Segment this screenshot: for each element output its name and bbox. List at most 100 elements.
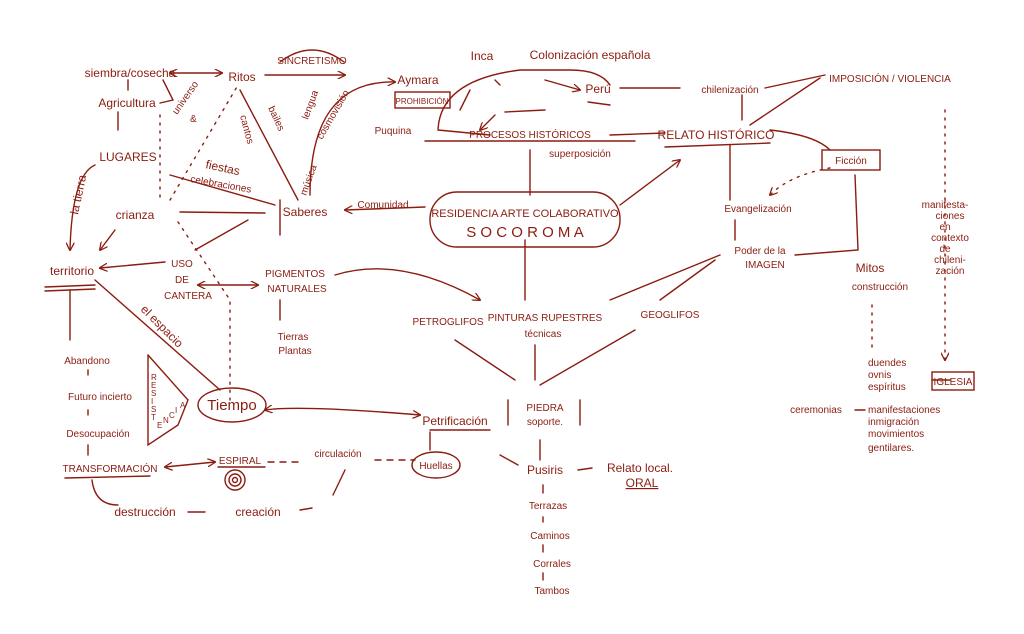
node-iglesia: IGLESIA (934, 377, 973, 388)
letter: S (151, 405, 156, 414)
node-construccion: construcción (852, 282, 908, 293)
node-circulacion: circulación (314, 449, 361, 460)
node-pusiris: Pusiris (527, 463, 563, 477)
ficcion-box (821, 149, 881, 171)
creencia-item: duendes (868, 358, 906, 369)
node-colonizacion-espanola: Colonización española (530, 48, 651, 62)
node-musica: música (298, 163, 319, 197)
node-huellas: Huellas (419, 461, 452, 472)
letter: E (157, 421, 162, 430)
node-espiral: ESPIRAL (219, 456, 262, 467)
node-transformacion: TRANSFORMACIÓN (63, 462, 158, 475)
node-puquina: Puquina (375, 126, 412, 137)
node-imposicion: IMPOSICIÓN / VIOLENCIA (829, 72, 951, 85)
node-agricultura: Agricultura (98, 96, 156, 110)
node-uso: USO (171, 259, 193, 270)
node-ceremonias: ceremonias (790, 405, 842, 416)
letter: T (151, 413, 156, 422)
node-peru: Perú (585, 82, 610, 96)
node-chilenizacion: chilenización (701, 85, 758, 96)
creencia-item: manifestaciones (868, 405, 940, 416)
node-socoroma: S O C O R O M A (466, 224, 584, 241)
residencia-frame (429, 191, 621, 248)
node-saberes: Saberes (283, 205, 328, 219)
node-pigmentos: PIGMENTOS (265, 269, 325, 280)
node-ficcion: Ficción (835, 156, 867, 167)
node-la-tierra: la tierra (67, 173, 89, 215)
labels: siembra/cosecha Agricultura LUGARES la t… (50, 48, 973, 597)
node-universo-amp: & (190, 114, 197, 125)
node-territorio: territorio (50, 264, 94, 278)
ctx-line: ciones (936, 211, 965, 222)
creencia-item: espíritus (868, 382, 906, 393)
ctx-line: en (939, 222, 950, 233)
node-evangelizacion: Evangelización (724, 204, 791, 215)
node-comunidad: Comunidad (357, 200, 408, 211)
node-aymara: Aymara (397, 73, 438, 87)
node-bailes: bailes (265, 105, 286, 133)
manifestaciones-contexto: manifesta- ciones en contexto de chileni… (922, 200, 970, 277)
creencia-item: inmigración (868, 417, 919, 428)
node-relato-local: Relato local. (607, 461, 673, 475)
prohibicion-box (394, 91, 451, 109)
creencia-item: gentilares. (868, 443, 914, 454)
node-resistencia: R E S I S T E N C I A (151, 373, 186, 430)
node-imagen: IMAGEN (745, 260, 784, 271)
node-soporte: soporte. (527, 417, 563, 428)
node-lengua: lengua (300, 89, 321, 121)
node-terrazas: Terrazas (529, 501, 567, 512)
node-desocupacion: Desocupación (66, 429, 129, 440)
iglesia-box (931, 371, 975, 391)
node-futuro: Futuro incierto (68, 392, 132, 403)
spiral-icon (224, 469, 246, 491)
node-poder: Poder de la (734, 246, 786, 257)
node-pinturas: PINTURAS RUPESTRES (488, 313, 603, 324)
node-tierras: Tierras (278, 332, 309, 343)
node-mitos: Mitos (856, 261, 885, 275)
node-fiestas: fiestas (204, 157, 241, 178)
letter: S (151, 389, 156, 398)
node-procesos: PROCESOS HISTÓRICOS (469, 128, 591, 141)
letter: A (180, 401, 186, 410)
sincretismo-arc (279, 49, 345, 63)
node-siembra: siembra/cosecha (85, 66, 176, 80)
tiempo-ellipse (197, 387, 267, 423)
node-cosmovision: cosmovisión (315, 88, 352, 141)
node-naturales: NATURALES (267, 284, 327, 295)
node-lugares: LUGARES (99, 150, 156, 164)
node-inca: Inca (471, 49, 494, 63)
node-plantas: Plantas (278, 346, 311, 357)
node-piedra: PIEDRA (526, 403, 564, 414)
node-universo: universo (170, 79, 201, 117)
node-oral: ORAL (626, 476, 659, 490)
ctx-line: de (939, 244, 951, 255)
connectors (44, 49, 975, 581)
letter: R (151, 373, 157, 382)
node-corrales: Corrales (533, 559, 571, 570)
node-el-espacio: el espacio (138, 302, 186, 350)
node-petrificacion: Petrificación (422, 414, 487, 428)
ctx-line: chileni- (934, 255, 966, 266)
node-petroglifos: PETROGLIFOS (412, 317, 483, 328)
letter: I (151, 397, 153, 406)
ctx-line: zación (936, 266, 965, 277)
node-prohibicion: PROHIBICIÓN (396, 97, 449, 106)
letter: N (163, 416, 169, 425)
ctx-line: contexto (931, 233, 969, 244)
node-celebraciones: celebraciones (189, 174, 252, 196)
node-relato-historico: RELATO HISTÓRICO (658, 127, 775, 142)
ctx-line: manifesta- (922, 200, 969, 211)
node-creacion: creación (235, 505, 280, 519)
node-cantera: CANTERA (164, 291, 212, 302)
node-tambos: Tambos (534, 586, 569, 597)
letter: E (151, 381, 156, 390)
huellas-ellipse (411, 451, 461, 479)
node-residencia: RESIDENCIA ARTE COLABORATIVO (431, 208, 619, 220)
node-geoglifos: GEOGLIFOS (641, 310, 700, 321)
node-cantos: cantos (237, 114, 255, 145)
letter: I (175, 406, 177, 415)
node-ritos: Ritos (228, 70, 255, 84)
creencia-item: ovnis (868, 370, 891, 381)
node-tiempo: Tiempo (207, 397, 256, 414)
